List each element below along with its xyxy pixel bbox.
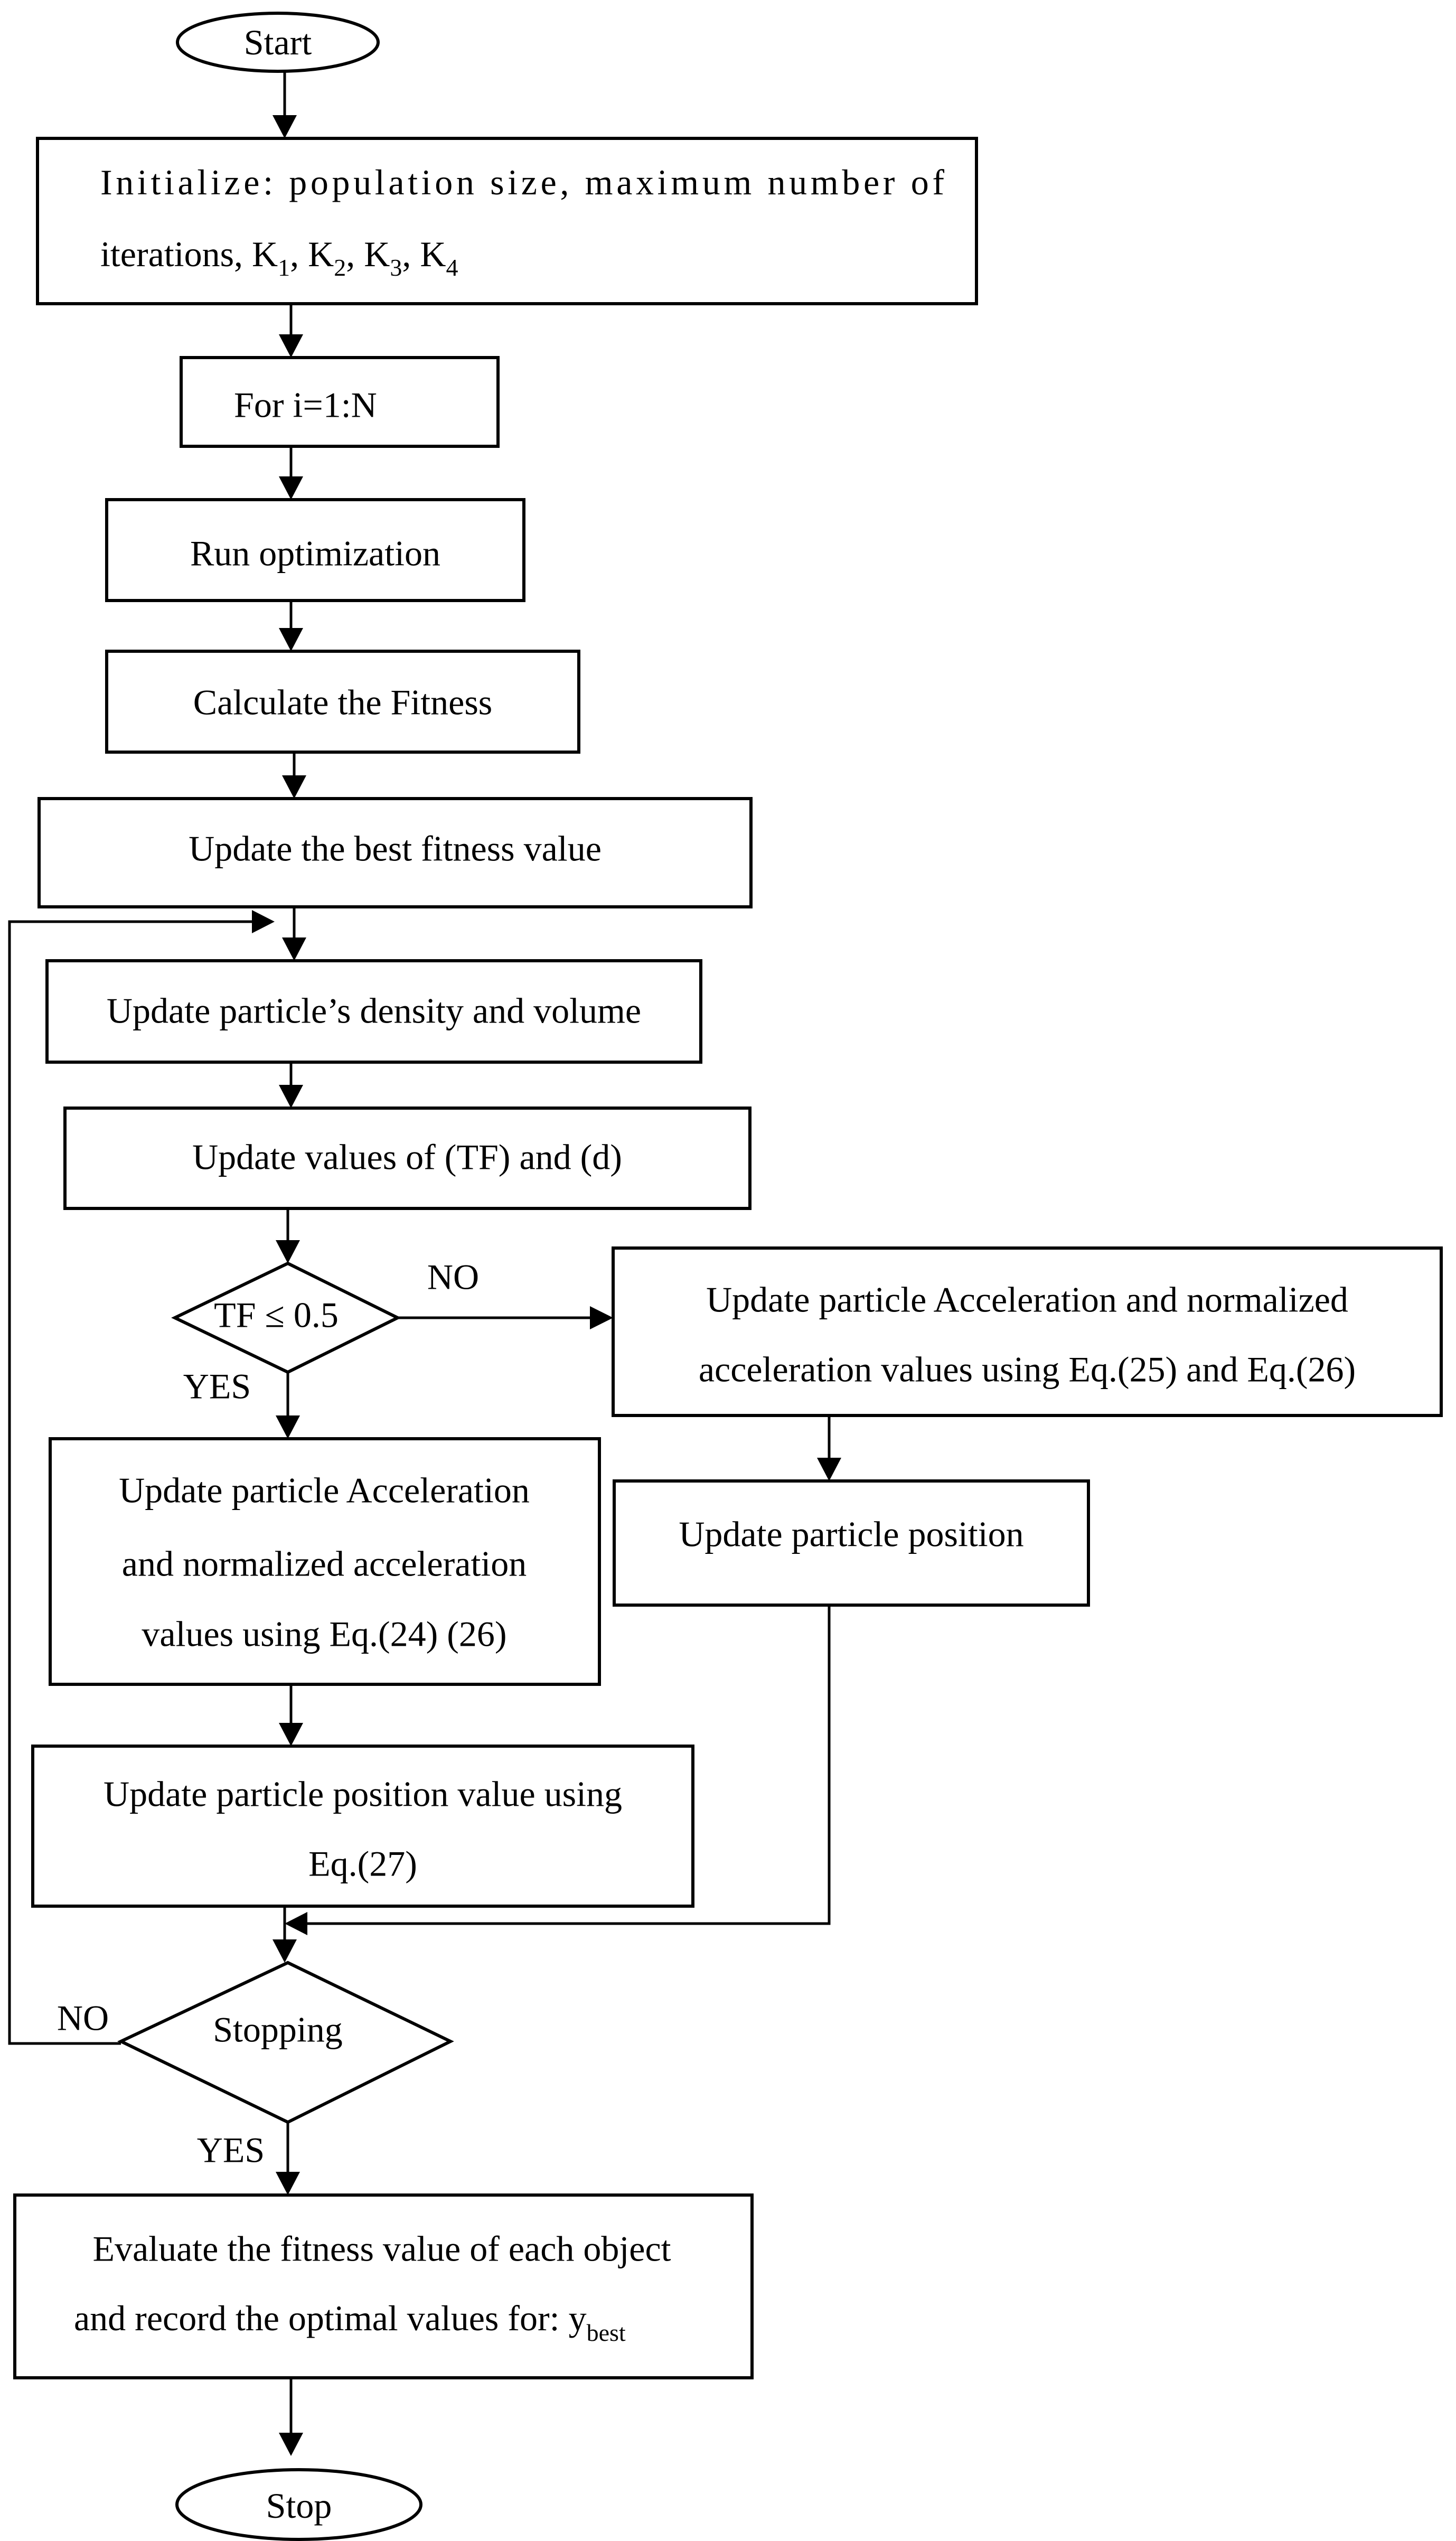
arrowhead [279,628,303,651]
density-box: Update particle’s density and volume [45,959,702,1064]
evaluate-line2: and record the optimal values for: ybest [74,2298,626,2346]
arrowhead [279,476,303,500]
left-accel-line1: Update particle Acceleration [119,1470,530,1511]
right-position-box: Update particle position [613,1479,1090,1607]
arrowhead [279,334,303,358]
loop-label: For i=1:N [234,385,377,425]
stop-node: Stop [175,2468,422,2541]
left-accel-box: Update particle Acceleration and normali… [49,1437,601,1686]
right-accel-line2: acceleration values using Eq.(25) and Eq… [699,1349,1356,1390]
run-optimization-label: Run optimization [190,533,440,574]
arrowhead [276,1415,300,1439]
start-label: Start [244,22,312,62]
arrowhead [282,937,306,961]
arrowhead [282,775,306,799]
fitness-box: Calculate the Fitness [105,650,580,754]
left-position-line1: Update particle position value using [104,1774,622,1814]
edges [8,71,841,2456]
arrowhead [279,1723,303,1746]
edge-right-position-merge [307,1605,831,1925]
evaluate-box: Evaluate the fitness value of each objec… [13,2193,754,2379]
left-accel-line2: and normalized acceleration [122,1544,527,1584]
stop-no-label: NO [57,1998,109,2038]
tf-d-label: Update values of (TF) and (d) [192,1137,622,1177]
init-line2: iterations, K1, K2, K3, K4 [100,234,458,281]
init-line1: Initialize: population size, maximum num… [100,162,944,202]
run-optimization-box: Run optimization [105,498,525,602]
start-node: Start [176,12,380,73]
right-accel-line1: Update particle Acceleration and normali… [706,1280,1348,1320]
left-accel-line3: values using Eq.(24) (26) [142,1614,506,1654]
tf-yes-label: YES [183,1366,251,1407]
arrowhead [252,910,275,933]
arrowhead [285,1912,307,1935]
best-fitness-label: Update the best fitness value [189,829,602,869]
arrowhead [590,1306,613,1329]
tf-decision: TF ≤ 0.5 [171,1261,401,1374]
tf-decision-label: TF ≤ 0.5 [214,1295,339,1335]
arrowhead [279,1085,303,1108]
init-box: Initialize: population size, maximum num… [36,137,978,305]
left-position-box: Update particle position value using Eq.… [31,1745,694,1908]
arrowhead [276,2172,300,2195]
arrowhead [273,115,297,138]
fitness-label: Calculate the Fitness [193,682,493,723]
stop-yes-label: YES [197,2130,265,2170]
arrowhead [273,1939,297,1963]
arrowhead [276,1240,300,1263]
arrowhead [817,1458,841,1481]
tf-no-label: NO [427,1257,479,1297]
loop-box: For i=1:N [180,356,500,448]
evaluate-line1: Evaluate the fitness value of each objec… [92,2229,671,2269]
right-accel-box: Update particle Acceleration and normali… [612,1246,1443,1417]
stop-label: Stop [266,2486,332,2526]
best-fitness-box: Update the best fitness value [37,797,753,908]
tf-d-box: Update values of (TF) and (d) [63,1107,752,1210]
stopping-label: Stopping [213,2010,343,2050]
stopping-decision: Stopping [117,1961,454,2124]
density-label: Update particle’s density and volume [107,991,641,1031]
edge-stop-no-loop [8,920,252,2045]
left-position-line2: Eq.(27) [308,1844,417,1884]
arrowhead [279,2433,303,2456]
right-position-label: Update particle position [679,1514,1023,1554]
